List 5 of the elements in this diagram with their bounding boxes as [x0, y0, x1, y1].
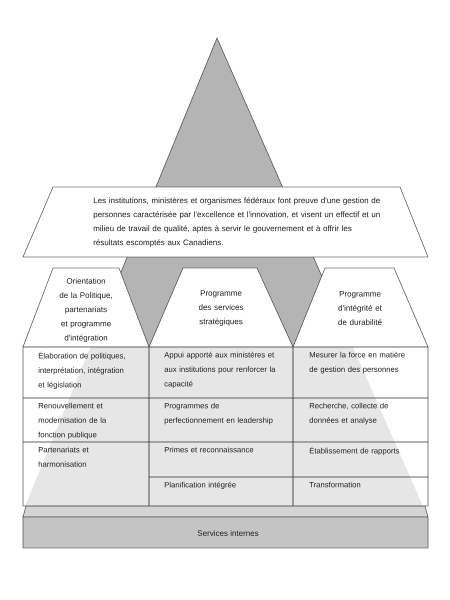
banner: Les institutions, ministères et organismes fédéraux font preuve d'une gestion de personnes caractérisée par l'excellence et l'innovation, et visent un effectif et un milieu de travail de qualité, aptes à servir le gouvernement et à offrir les résultats escomptés aux Canadiens. [22, 186, 428, 258]
trapezoid-box: Orientation de la Politique, partenariats et programme d'intégration [22, 268, 150, 348]
base-bar: Services internes [22, 516, 428, 548]
trapezoid-box: Programme des services stratégiques [148, 268, 294, 348]
trapezoid-box: Programme d'intégrité et de durabilité [292, 268, 428, 348]
